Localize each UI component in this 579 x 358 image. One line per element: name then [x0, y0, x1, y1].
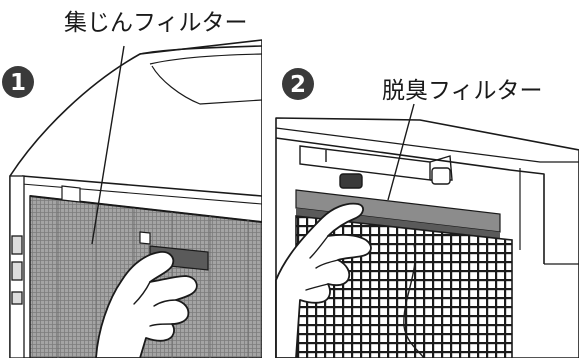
panel-dust-filter: 1	[2, 39, 262, 358]
step-badge-1: 1	[2, 66, 34, 98]
callout-dust-filter: 集じんフィルター	[64, 10, 248, 36]
pull-cord	[403, 243, 425, 358]
step-badge-2: 2	[282, 68, 314, 100]
step-number-2: 2	[290, 72, 306, 98]
panel-deodorizing-filter: 2	[275, 68, 579, 358]
side-grip-left	[9, 175, 25, 358]
hand-icon-left	[95, 251, 198, 358]
callout-leader-line-dust	[91, 45, 125, 245]
callout-leader-line-deo	[387, 103, 415, 201]
latch-bar	[299, 145, 453, 189]
step-number-1: 1	[10, 70, 26, 96]
filter-top-tabs	[61, 185, 151, 245]
hand-icon-right	[275, 202, 372, 358]
callout-deodorizing-filter: 脱臭フィルター	[382, 78, 543, 104]
